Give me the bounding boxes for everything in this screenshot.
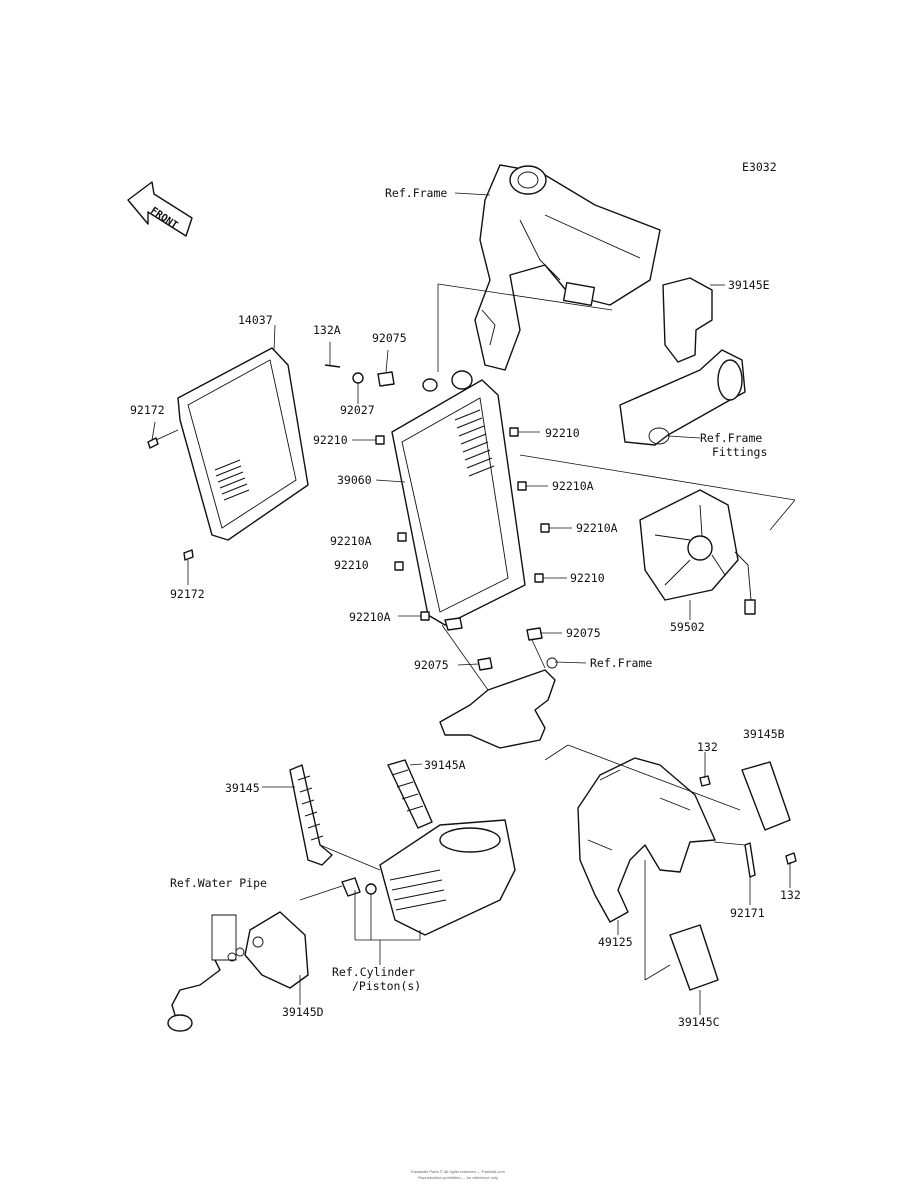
insulator-39145B xyxy=(741,761,791,831)
label-ref-water-pipe: Ref.Water Pipe xyxy=(170,876,267,890)
screw-132 xyxy=(699,775,797,878)
label-ref-cylinder-1: Ref.Cylinder xyxy=(332,965,415,979)
label-92210A-right-mid: 92210A xyxy=(576,521,618,535)
label-ref-frame-fittings-1: Ref.Frame xyxy=(700,431,762,445)
label-39145: 39145 xyxy=(225,781,260,795)
label-92027: 92027 xyxy=(340,403,375,417)
screw-92172 xyxy=(147,429,194,561)
label-39145D: 39145D xyxy=(282,1005,324,1019)
insulator-39145C xyxy=(669,924,719,991)
label-ref-frame-fittings-2: Fittings xyxy=(712,445,767,459)
label-92075-right: 92075 xyxy=(566,626,601,640)
footer-line-2: Reproduction prohibited — for reference … xyxy=(418,1175,498,1180)
label-92172-top: 92172 xyxy=(130,403,165,417)
cooling-fan-59502 xyxy=(639,489,756,615)
diagram-code: E3032 xyxy=(742,160,777,174)
label-92210-right-top: 92210 xyxy=(545,426,580,440)
label-14037: 14037 xyxy=(238,313,273,327)
leader-lines xyxy=(151,192,791,1015)
water-pipe-fitting xyxy=(167,877,377,1032)
cylinder-reference xyxy=(379,819,516,936)
label-132-bottom: 132 xyxy=(780,888,801,902)
label-39145E: 39145E xyxy=(728,278,770,292)
label-92210A-left-bottom: 92210A xyxy=(349,610,391,624)
label-92210A-right-top: 92210A xyxy=(552,479,594,493)
insulator-39145 xyxy=(289,764,333,866)
fan-shroud-49125 xyxy=(577,757,716,923)
label-92172-bottom: 92172 xyxy=(170,587,205,601)
insulator-39145E xyxy=(662,277,713,363)
label-ref-cylinder-2: /Piston(s) xyxy=(352,979,421,993)
insulator-39145D xyxy=(244,911,309,989)
label-39145B: 39145B xyxy=(743,727,785,741)
label-92075-left: 92075 xyxy=(414,658,449,672)
label-39145C: 39145C xyxy=(678,1015,720,1029)
label-ref-frame-top: Ref.Frame xyxy=(385,186,447,200)
lower-bracket xyxy=(439,657,558,749)
label-92210A-left: 92210A xyxy=(330,534,372,548)
label-39060: 39060 xyxy=(337,473,372,487)
frame-illustration xyxy=(474,164,661,371)
label-59502: 59502 xyxy=(670,620,705,634)
footer-line-1: Kawasaki Parts © All rights reserved — P… xyxy=(411,1169,505,1174)
radiator-39060 xyxy=(391,370,526,631)
label-92210-left-mid: 92210 xyxy=(334,558,369,572)
guide-lines xyxy=(299,283,796,901)
label-132-top: 132 xyxy=(697,740,718,754)
label-132A: 132A xyxy=(313,323,341,337)
radiator-grille xyxy=(177,347,309,541)
part-labels: Ref.Frame 39145E Ref.Frame Fittings 1403… xyxy=(130,186,801,1029)
frame-fittings xyxy=(619,349,746,446)
label-92210-left: 92210 xyxy=(313,433,348,447)
front-arrow-icon: FRONT xyxy=(127,181,193,237)
label-ref-frame-mid: Ref.Frame xyxy=(590,656,652,670)
label-92210-right-mid: 92210 xyxy=(570,571,605,585)
label-92075-top: 92075 xyxy=(372,331,407,345)
label-49125: 49125 xyxy=(598,935,633,949)
fastener-nuts xyxy=(324,364,550,671)
label-39145A: 39145A xyxy=(424,758,466,772)
insulator-39145A xyxy=(387,759,433,829)
label-92171: 92171 xyxy=(730,906,765,920)
